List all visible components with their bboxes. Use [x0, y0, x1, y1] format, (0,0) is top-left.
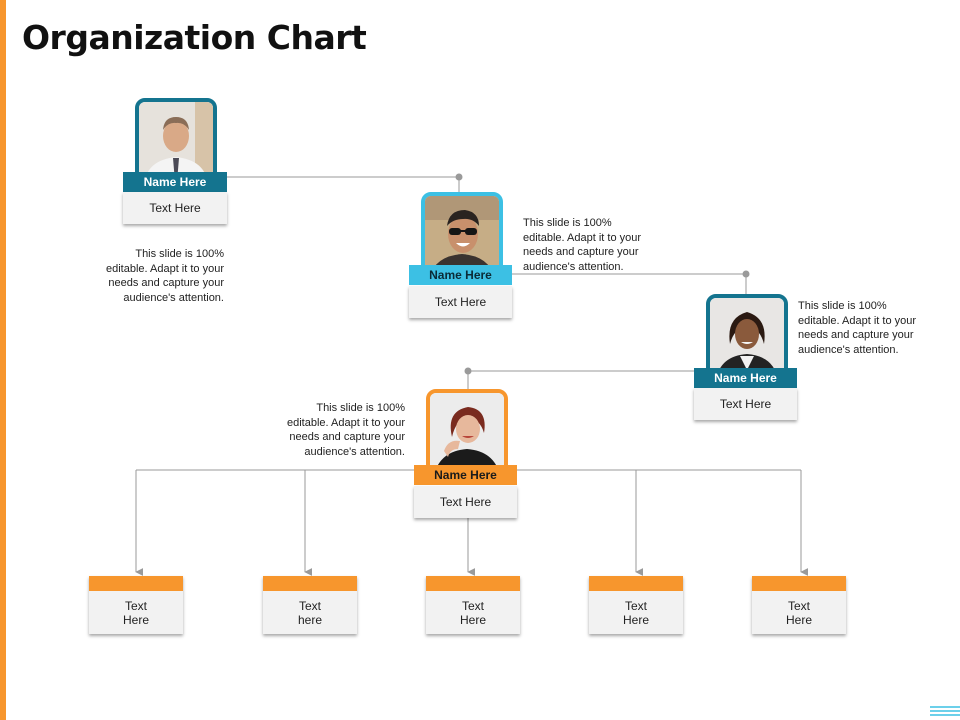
leaf-line: Text: [461, 599, 484, 613]
leaf-header: [589, 576, 683, 591]
name-bar: Name Here: [409, 265, 512, 285]
leaf-line: Text: [624, 599, 647, 613]
description-text: This slide is 100% editable. Adapt it to…: [286, 402, 405, 458]
connector-dot: [455, 173, 463, 181]
leaf-header: [752, 576, 846, 591]
description-text: This slide is 100% editable. Adapt it to…: [105, 248, 224, 304]
connector-dot: [742, 270, 750, 278]
name-bar: Name Here: [123, 172, 227, 192]
page-title: Organization Chart: [22, 18, 367, 57]
text-box: Text Here: [414, 486, 517, 518]
accent-side-bar: [0, 0, 6, 720]
leaf-line: here: [297, 613, 323, 627]
leaf-line: Here: [459, 613, 486, 627]
leaf-line: Here: [622, 613, 649, 627]
description-text: This slide is 100% editable. Adapt it to…: [798, 300, 917, 356]
description-text: This slide is 100% editable. Adapt it to…: [523, 217, 642, 273]
leaf-line: Text: [124, 599, 147, 613]
corner-decoration: [930, 706, 960, 716]
text-box: Text Here: [409, 286, 512, 318]
leaf-header: [426, 576, 520, 591]
leaf-line: Here: [122, 613, 149, 627]
text-box: Text Here: [694, 388, 797, 420]
name-bar: Name Here: [694, 368, 797, 388]
person-photo: [706, 294, 788, 384]
text-box: Text Here: [123, 192, 227, 224]
name-bar: Name Here: [414, 465, 517, 485]
leaf-header: [89, 576, 183, 591]
leaf-line: Text: [298, 599, 321, 613]
leaf-header: [263, 576, 357, 591]
connector-dot: [464, 367, 472, 375]
leaf-line: Here: [785, 613, 812, 627]
leaf-line: Text: [787, 599, 810, 613]
